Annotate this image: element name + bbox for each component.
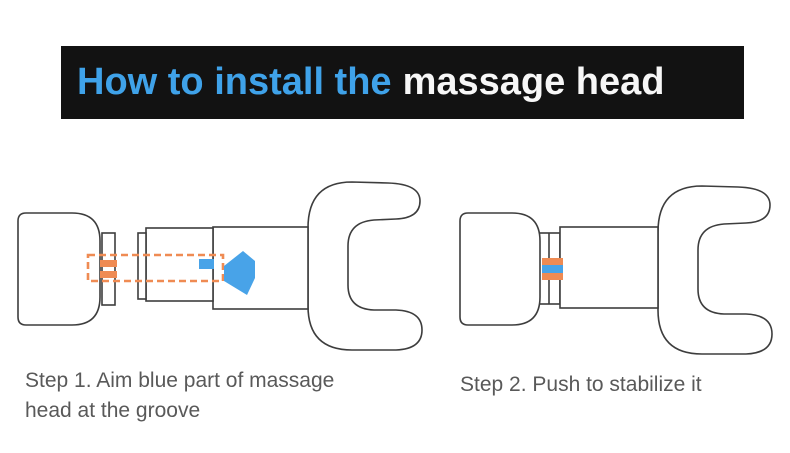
title-highlight: How to install the (77, 61, 392, 103)
step2-caption-line1: Step 2. Push to stabilize it (460, 373, 702, 396)
alignment-dashed-box (86, 253, 225, 283)
title-banner: How to install the massage head (61, 46, 744, 119)
step1-caption-line2: head at the groove (25, 399, 201, 422)
massage-head (459, 212, 541, 326)
shaft-flange (137, 232, 147, 300)
blue-left-arrow-icon (224, 251, 255, 295)
groove-stripe-top (100, 260, 117, 267)
step2-caption: Step 2. Push to stabilize it (460, 370, 702, 400)
blue-tab-part (199, 259, 214, 269)
step1-caption-line1: Step 1. Aim blue part of massage (25, 369, 335, 392)
head-stem-ring (101, 232, 116, 306)
step1-diagram (17, 181, 423, 351)
massage-head (17, 212, 101, 326)
aligned-stripe-top-orange (542, 258, 563, 265)
aligned-stripe-middle-blue (542, 265, 563, 273)
aligned-stripe-bottom-orange (542, 273, 563, 280)
step1-caption: Step 1. Aim blue part of massage head at… (25, 366, 334, 426)
groove-stripe-bottom (100, 271, 117, 278)
gun-socket (559, 226, 659, 309)
gun-body (657, 185, 773, 355)
step2-diagram (459, 185, 773, 355)
gun-body (307, 181, 423, 351)
title-rest: massage head (402, 61, 665, 103)
